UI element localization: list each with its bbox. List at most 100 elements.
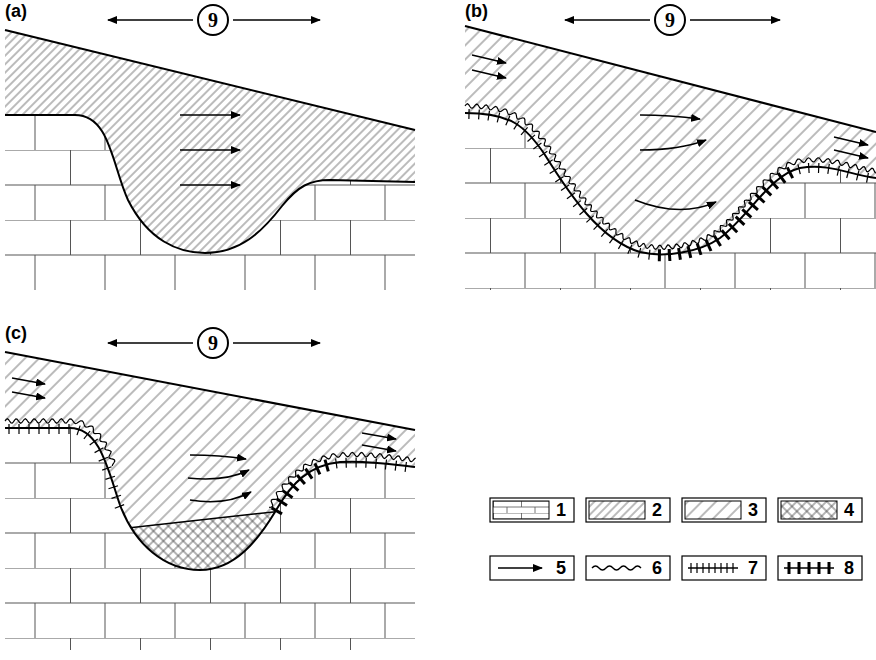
legend-number: 6 <box>646 556 668 580</box>
thin-tick <box>808 163 810 173</box>
legend-number: 4 <box>838 498 860 522</box>
thick-tick <box>706 240 711 251</box>
legend-wavy-sample <box>592 566 641 570</box>
cover-deposit <box>5 30 415 290</box>
thin-tick <box>828 164 830 174</box>
thin-tick <box>356 458 357 468</box>
thick-tick <box>770 180 778 189</box>
flow-arrow <box>834 150 868 158</box>
flow-arrow <box>188 470 249 479</box>
thin-tick <box>539 151 547 157</box>
legend-limestone-sample <box>493 501 549 519</box>
thick-tick <box>272 508 282 514</box>
legend-thin-ticks <box>691 563 733 573</box>
wavy-line <box>269 452 416 507</box>
thin-tick <box>488 111 490 121</box>
thin-tick <box>345 458 346 468</box>
thick-tick <box>729 224 737 233</box>
thick-tick <box>297 475 305 484</box>
thin-tick <box>68 424 69 434</box>
thin-tick <box>514 121 519 129</box>
callout-circle: 9 <box>197 4 229 36</box>
thick-tick <box>749 202 758 210</box>
flow-arrow <box>362 433 396 439</box>
callout-number: 9 <box>208 333 218 353</box>
thin-tick <box>521 127 528 134</box>
thick-tick <box>736 217 745 225</box>
thin-tick <box>405 462 406 472</box>
limestone <box>5 428 415 650</box>
thin-tick <box>95 448 104 453</box>
thin-tick <box>497 113 500 123</box>
legend-samples <box>490 498 862 580</box>
legend-number: 3 <box>742 498 764 522</box>
panel-label: (a) <box>5 0 27 22</box>
thin-tick <box>533 143 541 149</box>
thin-tick <box>818 163 820 173</box>
thin-tick <box>112 495 122 498</box>
legend-number: 1 <box>550 498 572 522</box>
thick-tick <box>688 246 691 258</box>
karst-surface <box>5 428 415 570</box>
thin-tick <box>77 426 80 436</box>
thin-tick <box>638 248 641 258</box>
legend-frame <box>586 498 670 522</box>
thin-tick <box>857 171 859 181</box>
flow-arrow <box>635 200 716 210</box>
thin-tick <box>102 467 111 470</box>
karst-surface <box>5 115 415 253</box>
flow-arrow <box>362 445 396 451</box>
thin-tick <box>90 439 98 445</box>
thin-tick <box>468 109 469 119</box>
cover-deposit <box>5 352 415 650</box>
width-arrow <box>565 19 650 21</box>
thick-tick <box>763 187 772 195</box>
thick-tick <box>722 230 730 239</box>
thin-tick <box>847 168 850 178</box>
legend-frame <box>682 556 766 580</box>
thin-tick <box>555 177 563 183</box>
callout-number: 9 <box>665 10 675 30</box>
thin-tick <box>573 201 581 207</box>
flow-arrow <box>180 184 240 186</box>
thin-tick <box>8 424 9 434</box>
thin-tick <box>567 193 575 199</box>
thin-tick <box>586 216 593 223</box>
thin-tick <box>649 250 650 260</box>
legend-frame <box>778 556 862 580</box>
flow-arrow <box>180 114 240 116</box>
thin-tick <box>601 229 607 237</box>
width-arrow <box>233 342 320 344</box>
limestone <box>465 113 876 290</box>
ground-surface <box>5 352 415 430</box>
thin-tick <box>84 431 90 439</box>
thick-tick <box>325 460 328 472</box>
flow-arrow <box>12 378 45 384</box>
flow-arrow <box>640 140 706 150</box>
thin-tick <box>28 424 29 434</box>
wavy-line <box>465 104 876 250</box>
thick-tick <box>742 209 751 217</box>
legend-frame <box>586 556 670 580</box>
thick-tick <box>787 167 792 178</box>
width-arrow <box>233 19 320 21</box>
panel-b <box>465 26 876 290</box>
thick-tick <box>714 236 720 246</box>
thick-tick <box>668 249 672 261</box>
thick-tick <box>306 469 313 479</box>
karst-surface <box>465 113 876 254</box>
thick-tick <box>283 491 293 498</box>
width-arrow <box>108 342 193 344</box>
flow-arrow <box>472 55 506 63</box>
thin-tick <box>594 223 601 230</box>
ground-surface <box>5 30 415 130</box>
thin-tick <box>837 166 839 176</box>
thick-tick <box>778 173 785 183</box>
flow-arrow <box>180 149 240 151</box>
legend-number: 7 <box>742 556 764 580</box>
legend-number: 8 <box>838 556 860 580</box>
legend-hatch-sample <box>685 501 741 519</box>
thick-tick <box>315 463 320 474</box>
flow-arrow <box>472 70 506 78</box>
callout-circle: 9 <box>654 4 686 36</box>
